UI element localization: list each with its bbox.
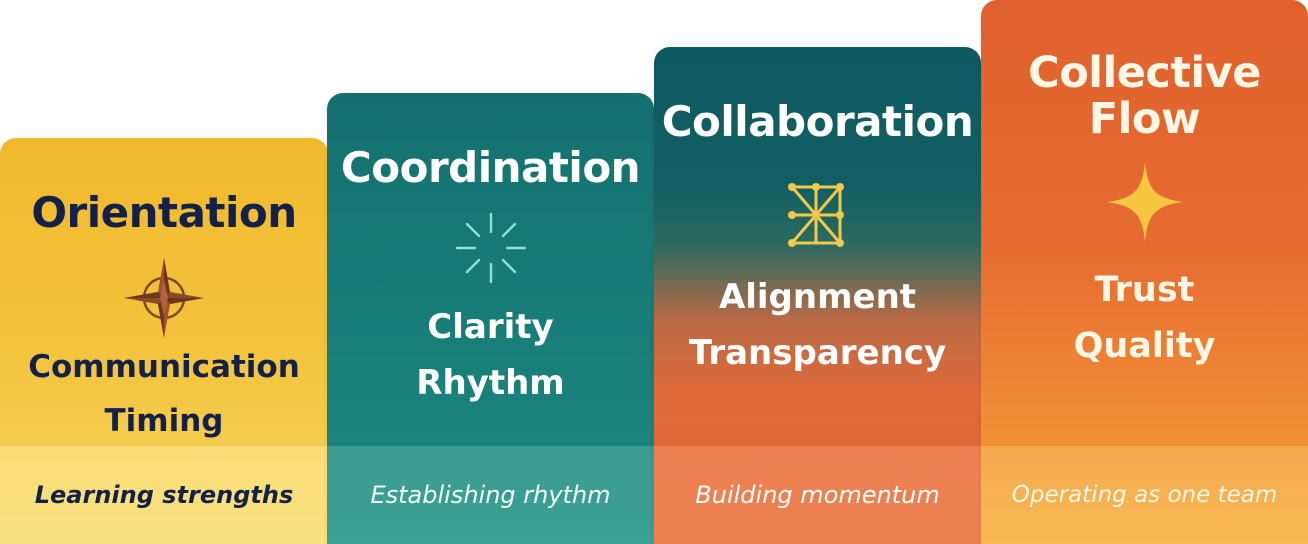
stage-traits: Trust Quality xyxy=(981,262,1308,374)
stage-traits: Clarity Rhythm xyxy=(327,299,654,411)
trait-label: Communication xyxy=(28,349,300,385)
trait-label: Timing xyxy=(104,403,224,439)
stage-footer: Establishing rhythm xyxy=(327,446,654,544)
stage-title: Coordination xyxy=(340,143,641,192)
stage-footer: Building momentum xyxy=(654,446,981,544)
stage-footer: Learning strengths xyxy=(0,446,328,544)
trait-label: Transparency xyxy=(688,333,947,373)
stage-title: Collaboration xyxy=(661,97,974,146)
four-point-star-icon xyxy=(1106,162,1183,246)
trait-label: Clarity xyxy=(427,307,554,347)
stage-title: Collective Flow xyxy=(1028,48,1261,145)
trait-label: Quality xyxy=(1073,326,1216,366)
stage-title: Orientation xyxy=(31,188,297,237)
compass-rose-icon xyxy=(122,256,206,344)
trait-label: Rhythm xyxy=(416,363,565,403)
stage-card-coordination: Coordination Clarity Rhythm Establishing… xyxy=(327,93,654,544)
network-icon xyxy=(782,177,854,257)
stage-traits: Communication Timing xyxy=(0,340,328,448)
sparkle-burst-icon xyxy=(451,208,531,292)
stage-footer: Operating as one team xyxy=(981,446,1308,544)
stage-card-collective-flow: Collective Flow Trust Quality Operating … xyxy=(981,0,1308,544)
stage-card-collaboration: Collaboration Alignment Transparency Bui… xyxy=(654,47,981,544)
stage-traits: Alignment Transparency xyxy=(654,269,981,381)
trait-label: Trust xyxy=(1094,270,1195,310)
trait-label: Alignment xyxy=(718,277,917,317)
stage-card-orientation: Orientation Communication Timing Learnin… xyxy=(0,138,328,544)
